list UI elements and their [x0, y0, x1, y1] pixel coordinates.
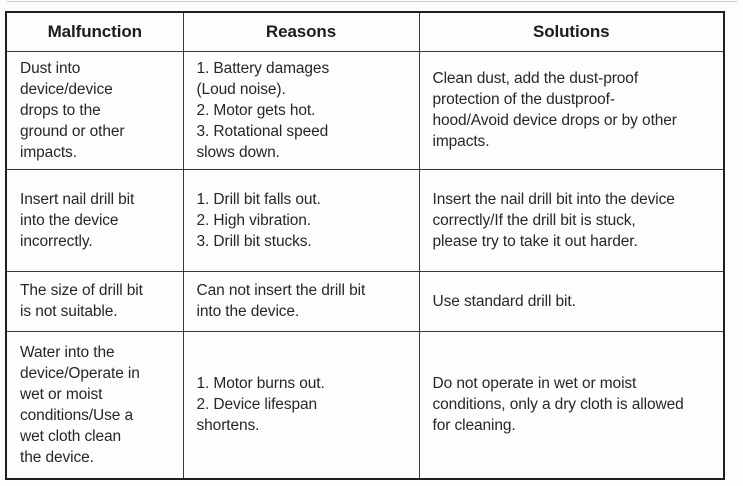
cell-malfunction: The size of drill bit is not suitable. — [5, 270, 184, 332]
cell-malfunction: Insert nail drill bit into the device in… — [5, 168, 184, 272]
cell-solutions: Do not operate in wet or moist condition… — [418, 330, 725, 480]
table-row: The size of drill bit is not suitable. C… — [5, 270, 725, 332]
table-row: Water into the device/Operate in wet or … — [5, 330, 725, 480]
cell-reasons: 1. Motor burns out. 2. Device lifespan s… — [182, 330, 420, 480]
column-header-malfunction: Malfunction — [5, 11, 184, 52]
cell-reasons: 1. Battery damages (Loud noise). 2. Moto… — [182, 50, 420, 170]
scan-artifact-line — [7, 1, 737, 2]
cell-solutions: Use standard drill bit. — [418, 270, 725, 332]
column-header-reasons: Reasons — [182, 11, 420, 52]
table-header-row: Malfunction Reasons Solutions — [5, 11, 725, 52]
table-row: Insert nail drill bit into the device in… — [5, 168, 725, 272]
column-header-solutions: Solutions — [418, 11, 725, 52]
cell-solutions: Clean dust, add the dust-proof protectio… — [418, 50, 725, 170]
troubleshooting-table: Malfunction Reasons Solutions Dust into … — [5, 11, 725, 480]
cell-malfunction: Dust into device/device drops to the gro… — [5, 50, 184, 170]
cell-reasons: 1. Drill bit falls out. 2. High vibratio… — [182, 168, 420, 272]
cell-malfunction: Water into the device/Operate in wet or … — [5, 330, 184, 480]
table-row: Dust into device/device drops to the gro… — [5, 50, 725, 170]
cell-reasons: Can not insert the drill bit into the de… — [182, 270, 420, 332]
cell-solutions: Insert the nail drill bit into the devic… — [418, 168, 725, 272]
